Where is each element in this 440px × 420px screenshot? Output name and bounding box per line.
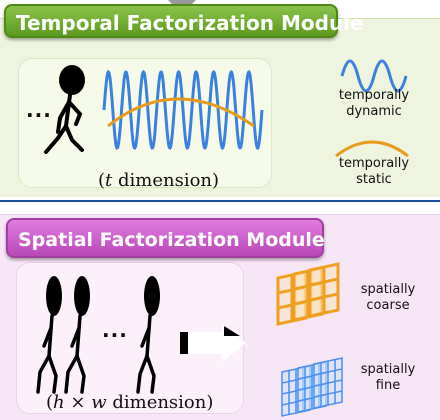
fine-label-line1: spatially xyxy=(360,362,416,377)
stick-figure-2-icon xyxy=(64,276,90,394)
module-divider xyxy=(0,200,440,202)
fine-label-line2: fine xyxy=(375,378,401,393)
spatial-ellipsis: ... xyxy=(102,318,128,342)
spatial-dimension-word: dimension xyxy=(112,392,207,413)
coarse-label-line1: spatially xyxy=(360,282,416,297)
spatially-coarse-label: spatially coarse xyxy=(350,282,426,314)
temporal-ellipsis: ... xyxy=(26,98,52,122)
times-symbol: × xyxy=(70,392,86,413)
right-arrow-icon xyxy=(180,324,246,362)
spatial-dimension-caption: (h × w dimension) xyxy=(46,392,214,413)
spatially-coarse-grid-icon xyxy=(276,262,340,326)
stick-figure-1-icon xyxy=(36,276,62,394)
temporal-module-title: Temporal Factorization Module xyxy=(4,4,364,38)
t-variable: t xyxy=(105,170,113,191)
temporally-dynamic-wave xyxy=(102,69,264,151)
spatial-module-title: Spatial Factorization Module xyxy=(6,218,325,258)
temporally-static-curve xyxy=(107,97,255,128)
spatially-fine-label: spatially fine xyxy=(350,362,426,394)
stick-figure-3-icon xyxy=(136,276,160,394)
dynamic-label-line1: temporally xyxy=(338,88,410,103)
static-label-line2: static xyxy=(356,172,392,187)
temporally-dynamic-label: temporally dynamic xyxy=(326,88,422,120)
temporal-dimension-word: dimension xyxy=(118,170,213,191)
coarse-label-line2: coarse xyxy=(366,298,410,313)
temporal-dimension-caption: (t dimension) xyxy=(98,170,220,191)
h-variable: h xyxy=(53,392,65,413)
spatially-fine-grid-icon xyxy=(281,357,343,417)
stick-figures-group xyxy=(36,276,160,394)
dynamic-legend-wave-icon xyxy=(340,59,408,93)
w-variable: w xyxy=(91,392,107,413)
dynamic-label-line2: dynamic xyxy=(346,104,402,119)
static-legend-curve-icon xyxy=(335,140,409,158)
temporally-static-label: temporally static xyxy=(326,156,422,188)
static-label-line1: temporally xyxy=(338,156,410,171)
walking-figure-icon xyxy=(44,65,85,154)
